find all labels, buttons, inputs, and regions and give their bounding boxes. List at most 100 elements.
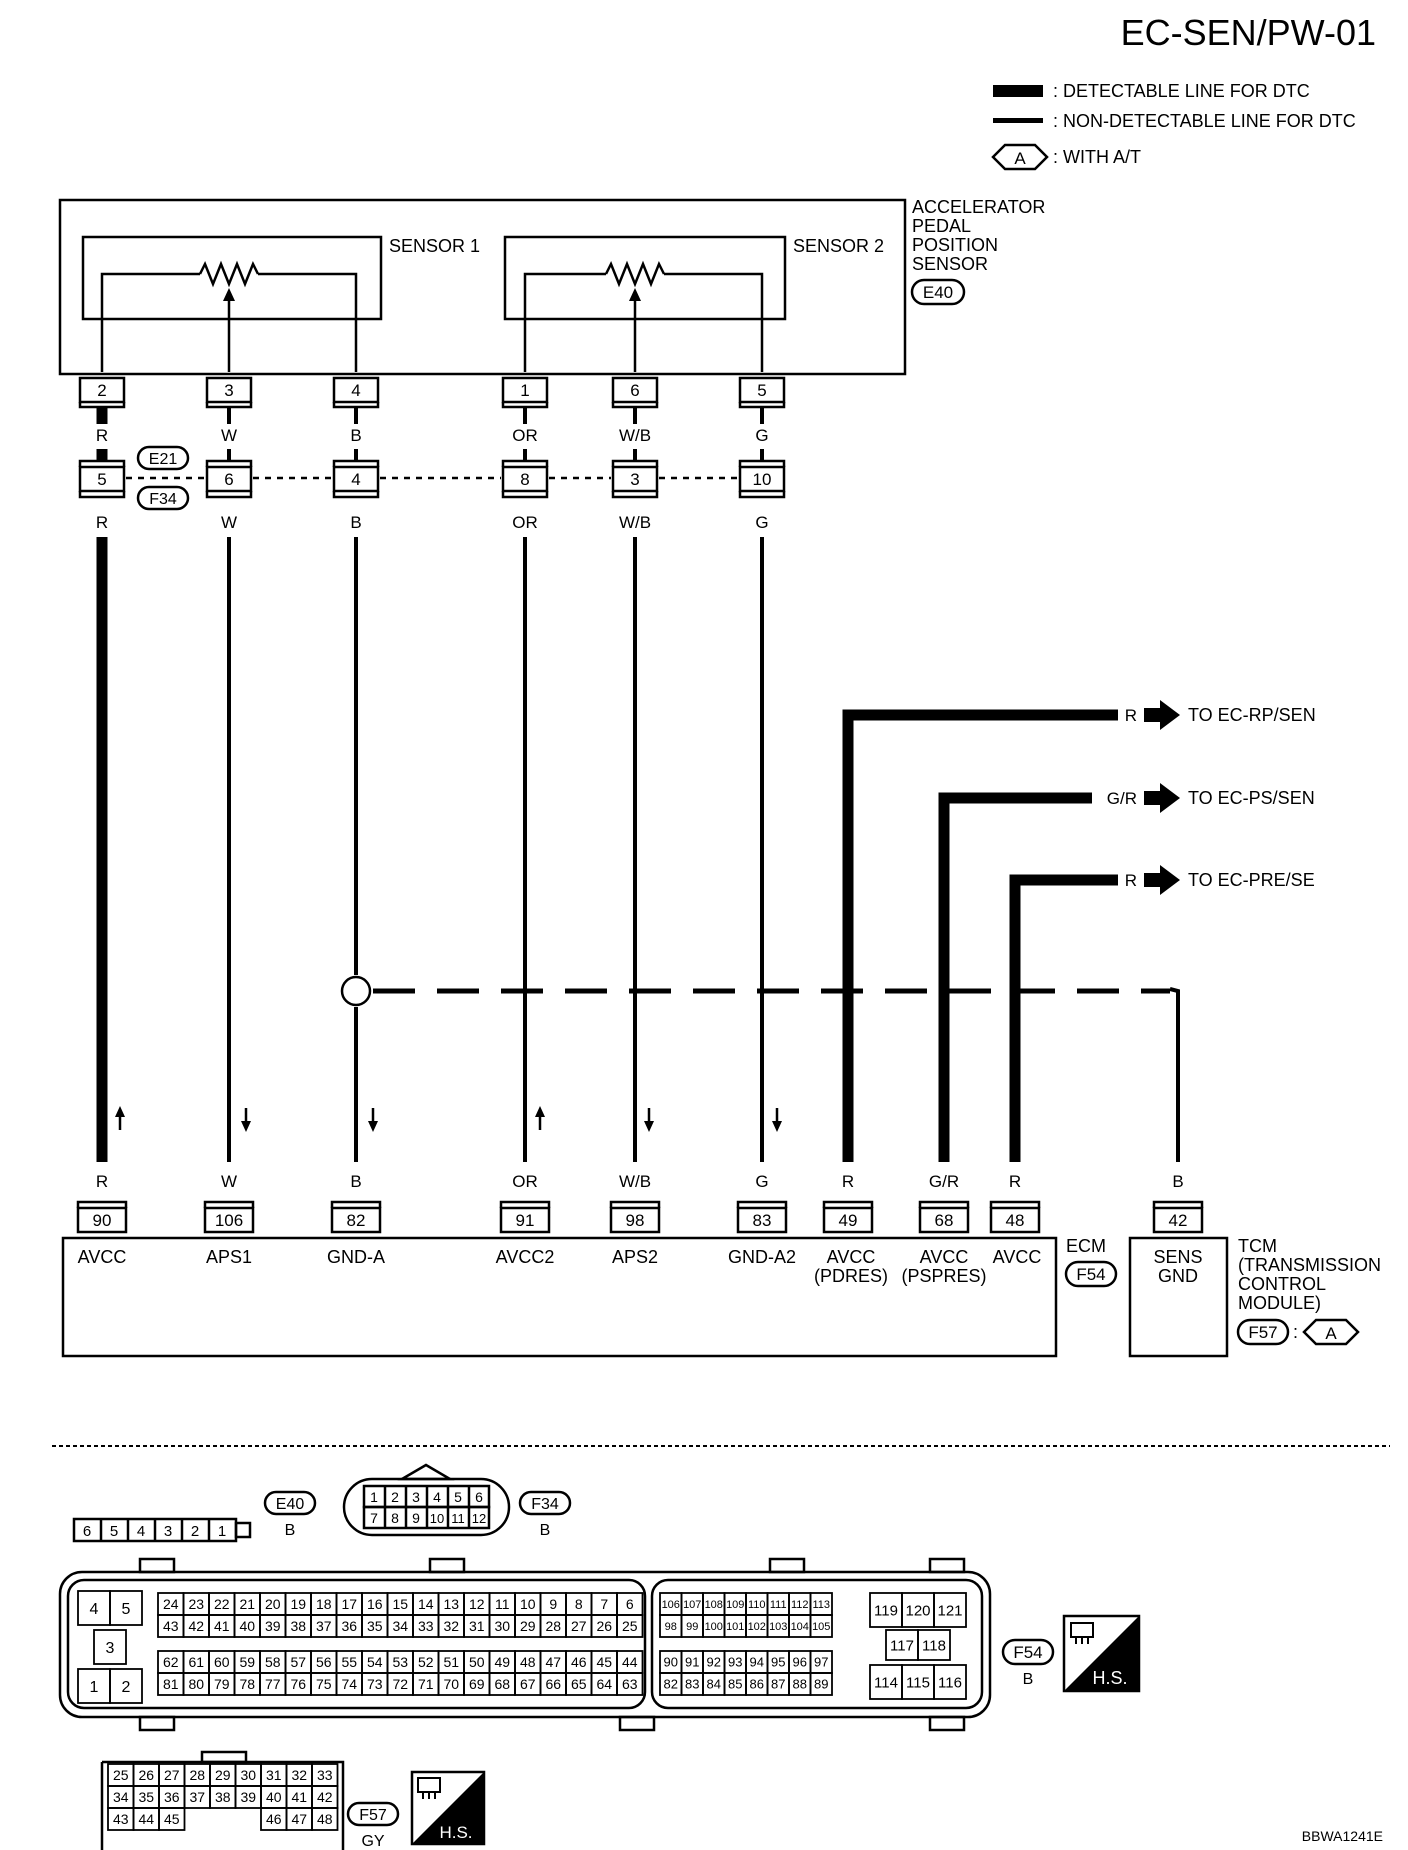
connector-cavity: 114	[869, 1664, 903, 1700]
svg-text:105: 105	[812, 1621, 830, 1633]
svg-text:3: 3	[630, 470, 639, 489]
connector-cavity: 96	[788, 1650, 812, 1674]
svg-text:69: 69	[469, 1676, 485, 1692]
wire-color: G	[755, 1172, 768, 1191]
wire-color: G/R	[929, 1172, 959, 1191]
svg-text:85: 85	[728, 1677, 742, 1692]
svg-text:3: 3	[412, 1489, 420, 1505]
connector-cavity: 44	[132, 1807, 160, 1831]
junction-connector: 5 6 4 8 3 10 E21 F34 R W B OR W/B G	[78, 445, 786, 532]
connector-cavity: 56	[310, 1650, 338, 1674]
svg-text:34: 34	[113, 1789, 129, 1805]
connector-cavity: 93	[723, 1650, 747, 1674]
svg-text:118: 118	[922, 1637, 946, 1654]
tcm-label: (TRANSMISSION	[1238, 1255, 1381, 1275]
svg-text:100: 100	[705, 1621, 723, 1633]
connector-cavity: 94	[745, 1650, 769, 1674]
svg-text:90: 90	[93, 1211, 112, 1230]
connector-cavity: 112	[788, 1592, 812, 1616]
svg-text:76: 76	[290, 1676, 306, 1692]
output-destinations: R TO EC-RP/SEN G/R TO EC-PS/SEN R TO EC-…	[1107, 700, 1316, 895]
output-wire-color: R	[1125, 871, 1137, 890]
svg-text:9: 9	[412, 1510, 420, 1526]
connector-cavity: 31	[260, 1763, 288, 1787]
legend-with-at-symbol: A	[1014, 149, 1026, 168]
connector-cavity: 51	[437, 1650, 465, 1674]
svg-text:16: 16	[367, 1596, 383, 1612]
connector-cavity: 98	[659, 1614, 683, 1638]
svg-text:18: 18	[316, 1596, 332, 1612]
svg-text:94: 94	[750, 1655, 764, 1670]
svg-text:20: 20	[265, 1596, 281, 1612]
connector-cavity: 39	[234, 1785, 262, 1809]
connector-cavity: 25	[107, 1763, 135, 1787]
svg-text:107: 107	[683, 1599, 701, 1611]
svg-text:4: 4	[137, 1523, 145, 1540]
connector-cavity: 26	[590, 1614, 618, 1638]
connector-cavity: 43	[157, 1614, 185, 1638]
connector-cavity: 81	[157, 1672, 185, 1696]
svg-text:36: 36	[164, 1789, 180, 1805]
connector-cavity: 67	[514, 1672, 542, 1696]
connector-cavity: 27	[565, 1614, 593, 1638]
svg-text:10: 10	[520, 1596, 536, 1612]
svg-text:21: 21	[239, 1596, 255, 1612]
wire-color: W/B	[619, 513, 651, 532]
connector-cavity: 35	[361, 1614, 389, 1638]
connector-f34-view: 1 2 3 4 5 6 7 8 9 10 11 12 F34 B	[342, 1463, 572, 1539]
connector-cavity: 11	[488, 1592, 516, 1616]
tcm-label: TCM	[1238, 1236, 1277, 1256]
svg-text:101: 101	[726, 1621, 744, 1633]
ecm-wire-colors: R W B OR W/B G R G/R R B	[96, 1172, 1184, 1191]
junction-pin: 4	[332, 459, 380, 499]
output-target: TO EC-RP/SEN	[1188, 705, 1316, 725]
connector-cavity: 2	[109, 1668, 143, 1704]
sensor2-resistor-icon	[604, 260, 666, 288]
svg-text:113: 113	[812, 1599, 830, 1611]
connector-cavity: 45	[590, 1650, 618, 1674]
sensor-name-line-3: POSITION	[912, 235, 998, 255]
connector-cavity: 17	[335, 1592, 363, 1616]
connector-cavity: 46	[565, 1650, 593, 1674]
svg-text:106: 106	[215, 1211, 243, 1230]
junction-pin: 8	[501, 459, 549, 499]
svg-text:25: 25	[113, 1767, 129, 1783]
svg-text:33: 33	[317, 1767, 333, 1783]
svg-text:61: 61	[188, 1654, 204, 1670]
wire-color: B	[350, 1172, 361, 1191]
svg-text:2: 2	[122, 1679, 131, 1696]
f57-id-frame	[346, 1801, 400, 1827]
wire-color: R	[1009, 1172, 1021, 1191]
svg-text:99: 99	[686, 1621, 698, 1633]
svg-text:7: 7	[370, 1510, 378, 1526]
connector-cavity: 109	[723, 1592, 747, 1616]
ecm-terminal: AVCC	[920, 1247, 969, 1267]
svg-text:91: 91	[516, 1211, 535, 1230]
junction-pin: 10	[738, 459, 786, 499]
arrow-down-icon	[241, 1121, 251, 1132]
connector-cavity: 33	[311, 1763, 339, 1787]
svg-text:53: 53	[392, 1654, 408, 1670]
svg-text:39: 39	[265, 1618, 281, 1634]
svg-text:29: 29	[520, 1618, 536, 1634]
f34-lock-tab	[397, 1463, 455, 1481]
svg-text:6: 6	[83, 1523, 91, 1540]
svg-text:40: 40	[266, 1789, 282, 1805]
hs-label: H.S.	[1092, 1668, 1127, 1688]
ecm-pin: 98	[609, 1200, 661, 1234]
wire-color: R	[96, 1172, 108, 1191]
ground-splice-point	[340, 975, 372, 1007]
connector-cavity: 105	[809, 1614, 833, 1638]
svg-text:41: 41	[291, 1789, 307, 1805]
sensor-pin: 2	[78, 376, 126, 409]
sensor-pin: 4	[332, 376, 380, 409]
svg-text:6: 6	[626, 1596, 634, 1612]
svg-text:40: 40	[239, 1618, 255, 1634]
junction-upper-id: E21	[149, 451, 178, 468]
sensor-pin: 3	[205, 376, 253, 409]
ecm-pin: 82	[330, 1200, 382, 1234]
svg-text:97: 97	[814, 1655, 828, 1670]
connector-cavity: 110	[745, 1592, 769, 1616]
connector-cavity: 118	[917, 1629, 951, 1661]
connector-cavity: 120	[901, 1592, 935, 1628]
